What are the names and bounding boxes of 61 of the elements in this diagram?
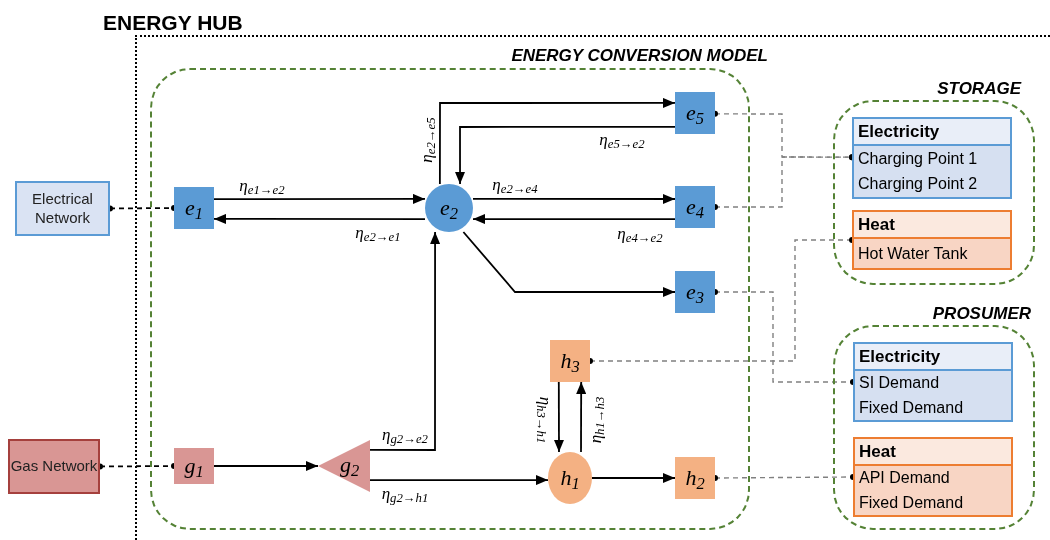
node-symbol: e$_{2}$: [440, 197, 458, 219]
arrow: [553, 381, 564, 453]
category-header: Heat: [855, 439, 1011, 466]
arrow: [591, 473, 676, 483]
state-box: [550, 340, 590, 382]
network-box: [8, 439, 100, 494]
node-symbol: g$_{2}$: [340, 454, 360, 476]
node-symbol: g$_{1}$: [184, 455, 204, 477]
arrow: [455, 125, 676, 185]
region-title: PROSUMER: [932, 303, 1031, 325]
category-header: Heat: [854, 212, 1010, 239]
table-row: API Demand: [855, 466, 1011, 491]
region-title: ENERGY CONVERSION MODEL: [511, 45, 768, 67]
edge-label: η$_{e2→e1}$: [355, 223, 401, 241]
arrow: [369, 231, 441, 451]
table-row: Fixed Demand: [855, 490, 1011, 515]
state-box: [174, 187, 214, 229]
edge-label: η$_{e4→e2}$: [617, 224, 663, 242]
category-table: [852, 210, 1012, 270]
node-label: Electrical Network: [31, 189, 94, 228]
category-table: [853, 342, 1013, 422]
network-box: [15, 181, 110, 236]
node-symbol: e$_{1}$: [185, 197, 203, 219]
arrow: [576, 381, 587, 453]
node-symbol: e$_{5}$: [686, 102, 704, 124]
arrow: [369, 475, 549, 486]
region-title: ENERGY HUB: [103, 10, 243, 36]
arrow: [472, 194, 676, 204]
edge-label: η$_{e5→e2}$: [599, 130, 645, 148]
category-table: [853, 437, 1013, 517]
category-table: [852, 117, 1012, 199]
state-box: [675, 92, 715, 134]
node-symbol: e$_{4}$: [686, 196, 704, 218]
table-row: Charging Point 2: [854, 171, 1010, 197]
category-header: Electricity: [854, 119, 1010, 146]
table-row: Fixed Demand: [855, 395, 1011, 420]
arrow: [213, 213, 426, 224]
edge-label: η$_{e2→e4}$: [492, 175, 538, 193]
table-row: SI Demand: [855, 371, 1011, 396]
state-box: [675, 186, 715, 228]
category-header: Electricity: [855, 344, 1011, 371]
node-symbol: h$_{2}$: [685, 467, 705, 489]
table-row: Hot Water Tank: [854, 239, 1010, 268]
node-symbol: e$_{3}$: [686, 281, 704, 303]
node-symbol: h$_{3}$: [560, 350, 580, 372]
state-box: [174, 448, 214, 484]
node-symbol: h$_{1}$: [560, 467, 580, 489]
arrow: [213, 193, 426, 204]
state-box: [675, 457, 715, 499]
hub-circle: [425, 184, 473, 232]
arrow: [439, 97, 676, 185]
arrow: [213, 461, 319, 471]
hub-ellipse: [548, 452, 592, 504]
arrow: [462, 231, 676, 297]
edge-label: η$_{e1→e2}$: [239, 176, 285, 194]
state-box: [675, 271, 715, 313]
region-title: STORAGE: [937, 78, 1021, 100]
triangle-node: [318, 440, 370, 492]
node-label: Gas Network: [10, 457, 98, 476]
arrow: [472, 214, 676, 225]
table-row: Charging Point 1: [854, 146, 1010, 172]
